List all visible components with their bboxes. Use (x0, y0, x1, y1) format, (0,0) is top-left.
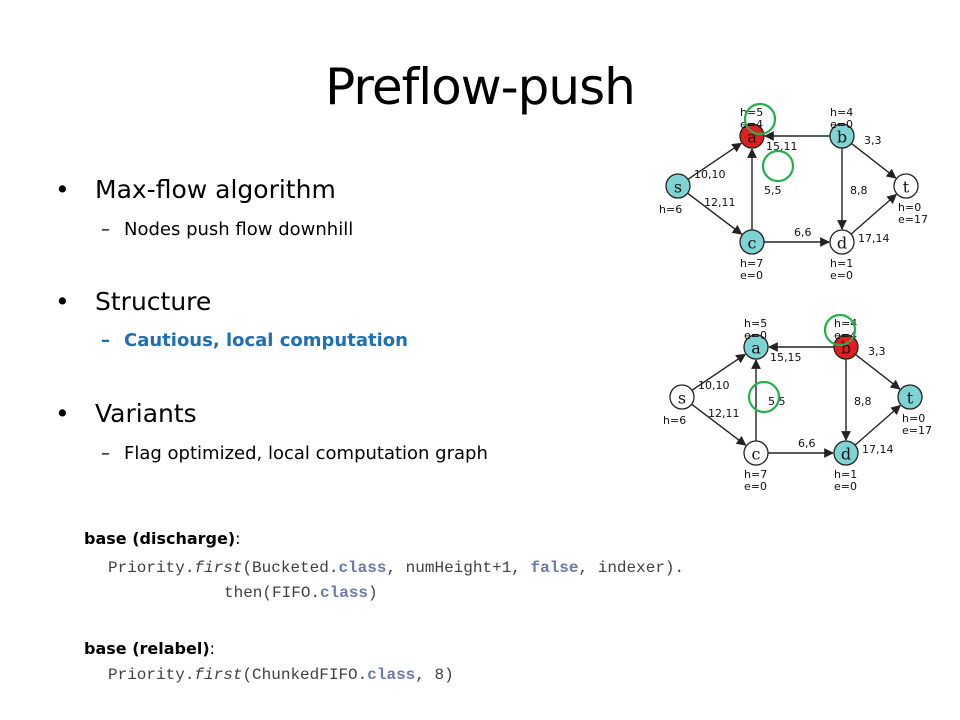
node-info: h=7 (740, 257, 763, 270)
edge-label: 15,15 (770, 351, 802, 364)
flow-graph-1: 10,1012,1115,115,56,63,38,817,14sh=6ah=5… (659, 102, 928, 282)
graph-edge (691, 403, 747, 446)
graph-edge (691, 353, 747, 391)
node-info: e=0 (834, 480, 857, 493)
edge-label: 15,11 (766, 140, 798, 153)
highlight-ring (823, 313, 857, 347)
node-info: e=0 (744, 480, 767, 493)
graph-edge (850, 193, 897, 235)
code-label-relabel: base (relabel): (84, 639, 216, 658)
node-info: e=17 (902, 424, 932, 437)
node-label: d (837, 234, 847, 253)
graph-node-s (665, 173, 691, 199)
node-info: h=1 (830, 257, 853, 270)
code-label-discharge: base (discharge): (84, 529, 241, 548)
graph-node-a (739, 123, 765, 149)
node-info: h=6 (659, 203, 682, 216)
graph-node-c (739, 229, 765, 255)
slide-title: Preflow-push (325, 58, 636, 116)
highlight-ring (743, 102, 777, 136)
graph-node-c (743, 440, 769, 466)
node-label: b (841, 339, 851, 358)
graph-node-s (669, 384, 695, 410)
node-info: h=7 (744, 468, 767, 481)
code-line: then(FIFO.class) (224, 584, 378, 602)
edge-label: 6,6 (798, 437, 816, 450)
edge-label: 8,8 (850, 184, 868, 197)
code-line: Priority.first(Bucketed.class, numHeight… (108, 559, 685, 577)
edge-label: 6,6 (794, 226, 812, 239)
graph-node-d (829, 229, 855, 255)
node-label: s (674, 178, 682, 197)
edge-label: 5,5 (764, 184, 782, 197)
node-info: e=0 (830, 269, 853, 282)
node-info: e=0 (744, 329, 767, 342)
node-info: e=4 (740, 118, 763, 131)
edge-label: 17,14 (862, 443, 894, 456)
graph-node-d (833, 440, 859, 466)
node-label: t (907, 389, 914, 408)
node-label: c (752, 445, 761, 464)
graph-edge (687, 192, 743, 235)
edge-label: 8,8 (854, 395, 872, 408)
sub-bullet-item-highlighted: –Cautious, local computation (101, 330, 408, 351)
graph-edge (854, 404, 901, 446)
node-info: e=0 (740, 269, 763, 282)
edge-label: 3,3 (864, 134, 882, 147)
edge-label: 10,10 (698, 379, 730, 392)
graph-node-t (893, 173, 919, 199)
edge-label: 5,5 (768, 395, 786, 408)
sub-bullet-item: –Nodes push flow downhill (101, 219, 354, 240)
bullet-item: Structure (55, 287, 211, 316)
node-label: b (837, 128, 847, 147)
graph-edge (851, 142, 897, 179)
graph-edge (855, 353, 901, 390)
sub-bullet-item: –Flag optimized, local computation graph (101, 443, 488, 464)
node-info: e=17 (898, 213, 928, 226)
node-label: c (748, 234, 757, 253)
code-line: Priority.first(ChunkedFIFO.class, 8) (108, 666, 454, 684)
bullet-item: Max-flow algorithm (55, 175, 336, 204)
edge-label: 17,14 (858, 232, 890, 245)
node-label: a (751, 339, 761, 358)
edge-label: 12,11 (704, 196, 736, 209)
bullet-item: Variants (55, 399, 197, 428)
node-label: t (903, 178, 910, 197)
edge-label: 12,11 (708, 407, 740, 420)
edge-label: 10,10 (694, 168, 726, 181)
graph-node-b (829, 123, 855, 149)
node-info: h=0 (898, 201, 921, 214)
graph-node-b (833, 334, 859, 360)
node-info: h=0 (902, 412, 925, 425)
node-label: s (678, 389, 686, 408)
node-info: h=6 (663, 414, 686, 427)
node-info: h=4 (830, 106, 853, 119)
graph-node-a (743, 334, 769, 360)
node-info: e=0 (830, 118, 853, 131)
highlight-ring (747, 380, 781, 414)
graph-edge (687, 142, 743, 180)
highlight-ring (761, 149, 795, 183)
edge-label: 3,3 (868, 345, 886, 358)
node-label: a (747, 128, 757, 147)
node-info: h=5 (744, 317, 767, 330)
flow-graph-2: 10,10 12,11 15,15 5,5 6,6 3,3 8,8 17,14 s h=6 a h=5… (663, 313, 932, 493)
node-label: d (841, 445, 851, 464)
node-info: h=1 (834, 468, 857, 481)
graph-node-t (897, 384, 923, 410)
